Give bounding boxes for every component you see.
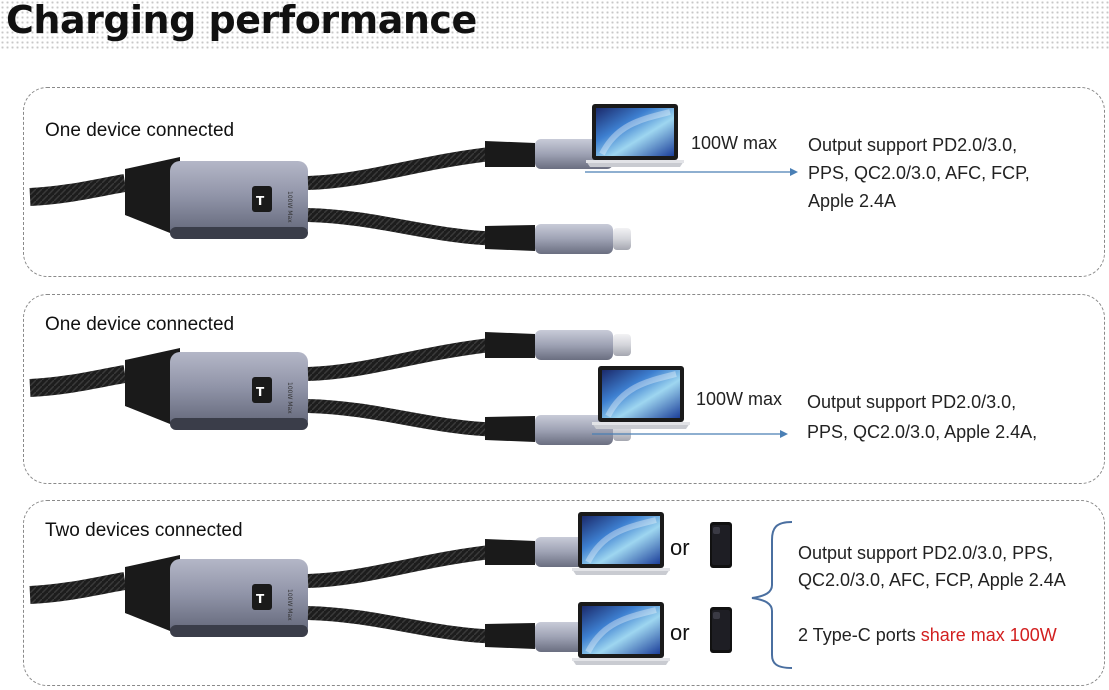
or-label-1: or (670, 535, 690, 560)
laptop-icon-2 (592, 366, 690, 429)
or-label-2: or (670, 620, 690, 645)
page-title: Charging performance (6, 0, 477, 42)
panel-1-output-line-3: Apple 2.4A (808, 191, 897, 211)
y-cable-image-2 (30, 330, 631, 445)
laptop-icon-1 (586, 104, 684, 167)
panel-1-output-line-1: Output support PD2.0/3.0, (808, 135, 1018, 155)
phone-icon-1 (710, 522, 732, 568)
panel-1-power-label: 100W max (691, 133, 778, 153)
panel-3-output-line-2: QC2.0/3.0, AFC, FCP, Apple 2.4A (798, 570, 1066, 590)
panel-1-heading: One device connected (45, 120, 235, 141)
panel-two-devices (23, 500, 1105, 686)
panel-3-heading: Two devices connected (45, 520, 243, 541)
panel-one-device-2 (23, 294, 1105, 484)
brace-bracket (751, 521, 793, 669)
phone-icon-2 (710, 607, 732, 653)
laptop-icon-4 (572, 602, 670, 665)
panel-2-output-line-2: PPS, QC2.0/3.0, Apple 2.4A, (807, 422, 1038, 442)
share-note-prefix: 2 Type-C ports (798, 625, 921, 645)
panel-3-share-note: 2 Type-C ports share max 100W (798, 622, 1057, 648)
y-cable-image-3 (30, 537, 631, 652)
panel-2-power-label: 100W max (696, 389, 783, 409)
panel-2-heading: One device connected (45, 314, 235, 335)
title-dot-pattern (0, 0, 1109, 50)
panel-2-output-line-1: Output support PD2.0/3.0, (807, 392, 1017, 412)
panel-3-output-line-1: Output support PD2.0/3.0, PPS, (798, 543, 1054, 563)
laptop-icon-3 (572, 512, 670, 575)
y-cable-image-1 (30, 139, 631, 254)
share-note-highlight: share max 100W (920, 625, 1057, 645)
panel-1-output-line-2: PPS, QC2.0/3.0, AFC, FCP, (808, 163, 1030, 183)
panel-one-device-1 (23, 87, 1105, 277)
